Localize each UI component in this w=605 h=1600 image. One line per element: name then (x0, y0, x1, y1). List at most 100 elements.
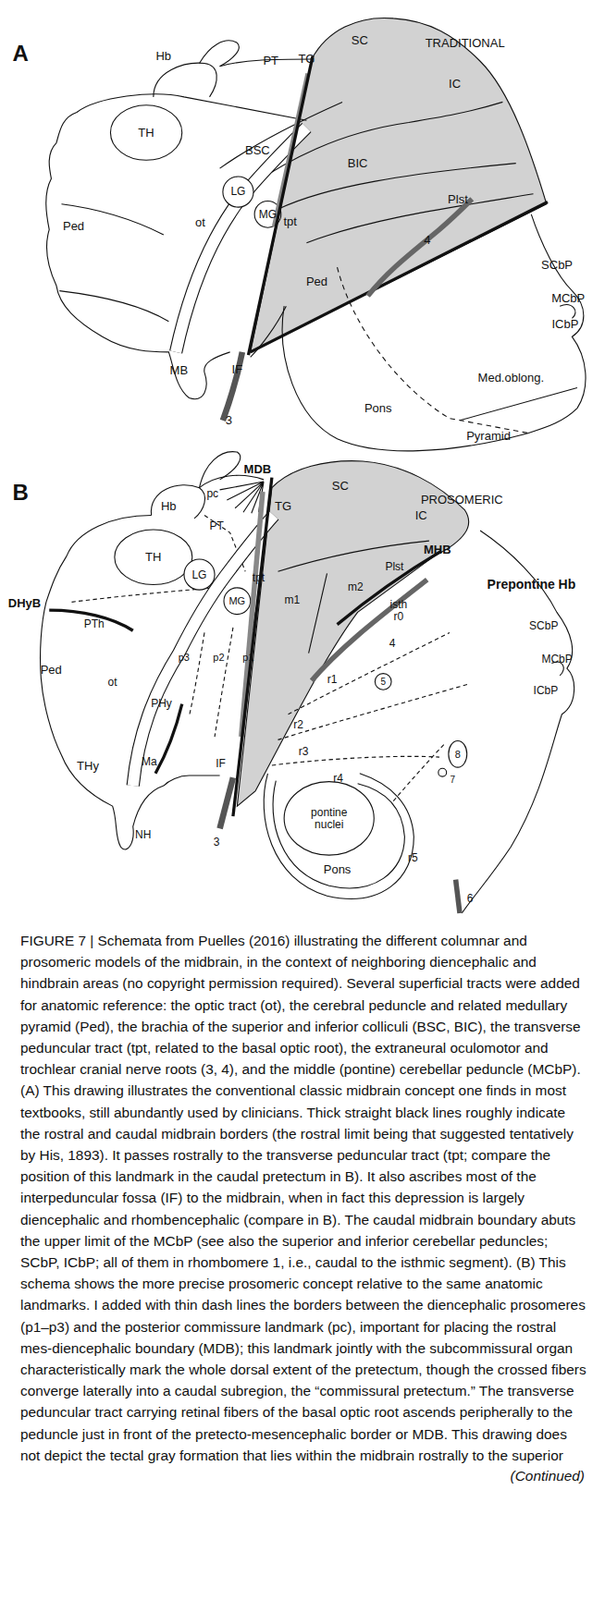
outline-path (250, 306, 287, 358)
outline-path (456, 880, 460, 914)
part-label: 4 (423, 234, 431, 247)
outline-path (222, 352, 243, 421)
outline-path (559, 305, 576, 320)
part-label: tpt (252, 572, 265, 585)
outline-path (250, 17, 547, 352)
part-label: ot (108, 677, 118, 690)
part-label: MCbP (541, 654, 572, 667)
outline-path (448, 740, 468, 768)
part-label: Ped (40, 664, 62, 678)
part-label: TRADITIONAL (425, 37, 506, 50)
part-label: ICbP (551, 318, 579, 332)
part-label: LG (230, 185, 246, 198)
part-label: PTh (84, 618, 105, 631)
outline-path (233, 478, 272, 818)
part-label: IC (448, 77, 461, 91)
part-label: pc (206, 488, 219, 501)
outline-path (306, 194, 533, 244)
part-label: p2 (212, 653, 224, 665)
part-label: 6 (467, 893, 474, 906)
part-label: PT (262, 54, 279, 68)
outline-path (311, 580, 428, 681)
part-label: m2 (347, 581, 364, 594)
part-label: pontine nuclei (303, 807, 356, 831)
outline-path (199, 452, 241, 489)
outline-path (272, 781, 405, 889)
part-label: LG (191, 569, 207, 582)
outline-path (61, 204, 163, 235)
part-label: PROSOMERIC (420, 493, 504, 507)
outline-path (214, 628, 234, 738)
outline-path (250, 202, 548, 353)
part-label: r1 (327, 674, 338, 687)
part-label: Plst (384, 561, 404, 574)
outline-path (222, 176, 254, 208)
outline-path (236, 461, 469, 807)
outline-path (247, 56, 313, 356)
outline-path (438, 768, 447, 778)
outline-path (46, 94, 308, 400)
part-label: Ped (306, 275, 328, 289)
part-label: MCbP (551, 292, 585, 306)
part-label: Ma (141, 756, 158, 769)
outline-path (59, 291, 169, 322)
outline-path (155, 704, 183, 775)
outline-path (49, 610, 134, 631)
outline-path (220, 777, 234, 829)
part-label: 7 (450, 776, 457, 787)
outline-path (223, 588, 251, 616)
outline-path (283, 782, 374, 856)
outline-path (40, 515, 221, 850)
outline-path (459, 388, 578, 421)
part-label: Prepontine Hb (487, 578, 577, 593)
outline-path (368, 198, 473, 297)
part-label: isth r0 (385, 599, 412, 623)
part-label: Plst (447, 193, 469, 207)
outline-path (288, 632, 450, 715)
part-label: TG (297, 52, 315, 66)
part-label: tpt (283, 215, 297, 229)
outline-path (374, 674, 392, 692)
part-label: SC (351, 34, 369, 48)
part-label: TG (274, 500, 292, 514)
part-label: ICbP (533, 685, 559, 698)
part-label: MG (228, 596, 246, 608)
outline-path (150, 485, 205, 519)
part-label: MG (259, 209, 277, 222)
continued-note: (Continued) (510, 1469, 585, 1486)
part-label: B (12, 481, 28, 505)
outline-path (184, 559, 215, 591)
part-label: IF (215, 758, 226, 771)
part-label: Hb (160, 500, 177, 514)
part-label: MDB (244, 463, 272, 477)
part-label: IF (232, 363, 244, 377)
outline-path (220, 481, 264, 514)
outline-path (271, 756, 440, 766)
outline-path (278, 684, 471, 741)
part-label: 5 (380, 678, 386, 689)
outline-path (393, 743, 445, 803)
part-label: IC (415, 509, 428, 523)
part-label: p3 (178, 653, 190, 665)
panel-a-drawing (46, 17, 586, 451)
outline-path (263, 774, 414, 901)
part-label: A (12, 41, 28, 65)
outline-path (278, 541, 430, 572)
part-label: Ped (62, 220, 85, 234)
part-label: r2 (293, 719, 304, 732)
outline-path (188, 632, 205, 717)
part-label: Hb (155, 49, 172, 63)
part-label: THy (76, 760, 99, 774)
part-label: BSC (245, 144, 271, 158)
part-label: SCbP (529, 620, 558, 633)
part-label: Pons (364, 402, 393, 416)
panel-b-drawing (40, 452, 575, 914)
outline-path (110, 105, 182, 161)
outline-path (241, 492, 263, 738)
outline-path (308, 573, 328, 654)
part-label: ot (195, 216, 206, 230)
part-label: r5 (407, 852, 419, 865)
part-label: PHy (150, 698, 173, 711)
part-label: PT (209, 520, 224, 533)
